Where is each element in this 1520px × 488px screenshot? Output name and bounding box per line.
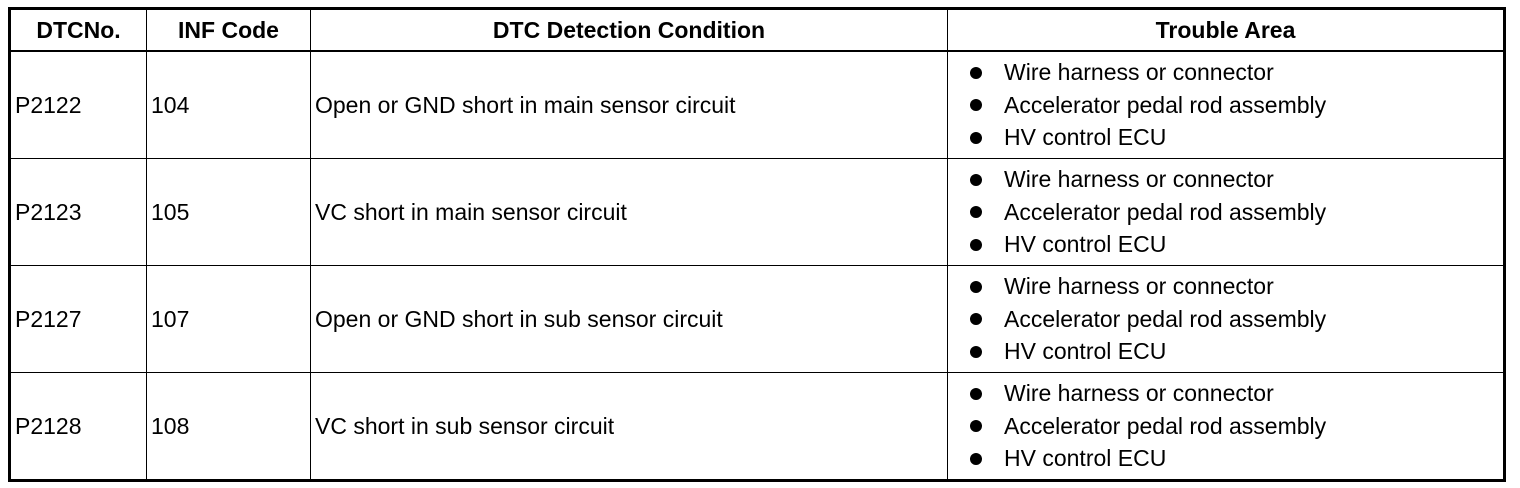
bullet-icon (970, 345, 982, 358)
bullet-icon (970, 206, 982, 218)
dtc-no: P2122 (15, 91, 82, 118)
bullet-icon (970, 131, 982, 144)
header-detection-condition: DTC Detection Condition (310, 8, 948, 52)
inf-code: 107 (151, 305, 190, 332)
detection-condition: VC short in main sensor circuit (315, 198, 627, 225)
condition-cell: VC short in main sensor circuit (310, 158, 948, 266)
bullet-icon (970, 387, 982, 400)
trouble-area-item: Accelerator pedal rod assembly (970, 89, 1503, 122)
trouble-area-label: HV control ECU (1004, 445, 1167, 471)
header-trouble-area: Trouble Area (947, 8, 1505, 52)
dtc-table: DTCNo. INF Code DTC Detection Condition … (8, 7, 1506, 482)
trouble-area-label: Accelerator pedal rod assembly (1004, 198, 1327, 225)
bullet-icon (970, 313, 982, 325)
table-header: DTCNo. INF Code DTC Detection Condition … (9, 8, 1505, 52)
header-row: DTCNo. INF Code DTC Detection Condition … (9, 8, 1505, 52)
dtc-no-cell: P2123 (9, 158, 147, 266)
trouble-area-cell: Wire harness or connector Accelerator pe… (947, 158, 1505, 266)
trouble-area-list: Wire harness or connector Accelerator pe… (949, 270, 1504, 368)
trouble-area-label: HV control ECU (1004, 338, 1167, 364)
inf-code: 108 (151, 412, 190, 439)
bullet-icon (970, 66, 982, 79)
bullet-icon (970, 99, 982, 111)
trouble-area-list: Wire harness or connector Accelerator pe… (949, 56, 1504, 154)
trouble-area-cell: Wire harness or connector Accelerator pe… (947, 265, 1505, 373)
trouble-area-item: HV control ECU (970, 228, 1503, 261)
trouble-area-label: HV control ECU (1004, 231, 1167, 257)
bullet-icon (970, 280, 982, 293)
trouble-area-label: Accelerator pedal rod assembly (1004, 91, 1327, 118)
trouble-area-label: HV control ECU (1004, 124, 1167, 150)
trouble-area-label: Accelerator pedal rod assembly (1004, 305, 1327, 332)
trouble-area-item: Accelerator pedal rod assembly (970, 303, 1503, 336)
dtc-no-cell: P2127 (9, 265, 147, 373)
dtc-no: P2127 (15, 305, 82, 332)
trouble-area-item: Wire harness or connector (970, 377, 1503, 410)
bullet-icon (970, 238, 982, 251)
table-row: P2127 107 Open or GND short in sub senso… (9, 265, 1505, 373)
bullet-icon (970, 420, 982, 432)
detection-condition: Open or GND short in sub sensor circuit (315, 305, 723, 332)
trouble-area-item: HV control ECU (970, 121, 1503, 154)
trouble-area-item: HV control ECU (970, 335, 1503, 368)
condition-cell: VC short in sub sensor circuit (310, 372, 948, 481)
dtc-no: P2128 (15, 412, 82, 439)
header-inf-code: INF Code (146, 8, 311, 52)
dtc-no: P2123 (15, 198, 82, 225)
inf-code: 105 (151, 198, 190, 225)
table-row: P2123 105 VC short in main sensor circui… (9, 158, 1505, 266)
inf-code: 104 (151, 91, 190, 118)
trouble-area-cell: Wire harness or connector Accelerator pe… (947, 372, 1505, 481)
trouble-area-item: Accelerator pedal rod assembly (970, 196, 1503, 229)
condition-cell: Open or GND short in sub sensor circuit (310, 265, 948, 373)
trouble-area-list: Wire harness or connector Accelerator pe… (949, 377, 1504, 475)
table-row: P2122 104 Open or GND short in main sens… (9, 50, 1505, 159)
trouble-area-item: Accelerator pedal rod assembly (970, 410, 1503, 443)
trouble-area-label: Wire harness or connector (1004, 166, 1274, 192)
trouble-area-item: Wire harness or connector (970, 163, 1503, 196)
trouble-area-item: Wire harness or connector (970, 270, 1503, 303)
detection-condition: Open or GND short in main sensor circuit (315, 91, 736, 118)
inf-code-cell: 108 (146, 372, 311, 481)
trouble-area-label: Accelerator pedal rod assembly (1004, 412, 1327, 439)
bullet-icon (970, 173, 982, 186)
bullet-icon (970, 452, 982, 465)
header-dtc-no: DTCNo. (9, 8, 147, 52)
trouble-area-label: Wire harness or connector (1004, 380, 1274, 406)
inf-code-cell: 107 (146, 265, 311, 373)
dtc-no-cell: P2128 (9, 372, 147, 481)
condition-cell: Open or GND short in main sensor circuit (310, 50, 948, 159)
trouble-area-list: Wire harness or connector Accelerator pe… (949, 163, 1504, 261)
table-row: P2128 108 VC short in sub sensor circuit… (9, 372, 1505, 481)
inf-code-cell: 105 (146, 158, 311, 266)
trouble-area-label: Wire harness or connector (1004, 59, 1274, 85)
trouble-area-item: Wire harness or connector (970, 56, 1503, 89)
trouble-area-item: HV control ECU (970, 442, 1503, 475)
trouble-area-cell: Wire harness or connector Accelerator pe… (947, 50, 1505, 159)
trouble-area-label: Wire harness or connector (1004, 273, 1274, 299)
detection-condition: VC short in sub sensor circuit (315, 412, 615, 439)
table-body: P2122 104 Open or GND short in main sens… (9, 50, 1505, 481)
dtc-no-cell: P2122 (9, 50, 147, 159)
inf-code-cell: 104 (146, 50, 311, 159)
